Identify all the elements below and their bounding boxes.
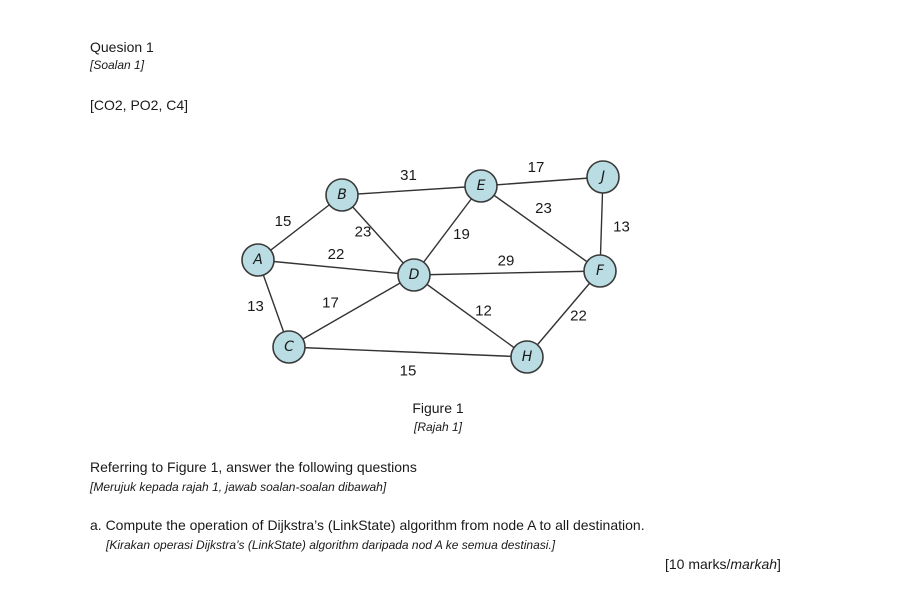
edge-weight-e-d: 19: [453, 226, 470, 243]
edge-weight-a-c: 13: [247, 298, 264, 315]
edge-weight-a-d: 22: [328, 246, 345, 263]
node-f: F: [583, 254, 617, 288]
node-circle-h: [510, 340, 544, 374]
marks-label: [10 marks/markah]: [665, 556, 781, 572]
node-circle-j: [586, 160, 620, 194]
node-circle-d: [397, 258, 431, 292]
node-circle-a: [241, 243, 275, 277]
edge-weight-b-d: 23: [355, 224, 372, 241]
edge-c-h: [288, 346, 528, 358]
edge-weight-f-h: 22: [570, 308, 587, 325]
question-title-ms: [Soalan 1]: [90, 58, 145, 72]
figure-caption-ms: [Rajah 1]: [413, 420, 463, 434]
question-title: Quesion 1: [90, 39, 154, 55]
edge-weight-d-h: 12: [475, 303, 492, 320]
node-b: B: [325, 178, 359, 212]
part-a-question-ms: [Kirakan operasi Dijkstra’s (LinkState) …: [106, 538, 556, 552]
node-label-c: C: [284, 339, 294, 355]
edge-weight-d-c: 17: [322, 295, 339, 312]
node-circle-b: [325, 178, 359, 212]
edge-a-d: [257, 259, 415, 276]
figure-caption: Figure 1: [412, 400, 464, 416]
edge-weight-e-j: 17: [528, 159, 545, 176]
edge-d-h: [413, 274, 528, 358]
node-label-h: H: [522, 349, 533, 365]
graph-edge-weights: 15 22 13 31 23 19 17 23 13 29 17 12 22 15: [247, 159, 630, 380]
edge-e-f: [480, 185, 601, 272]
marks-label-close: ]: [777, 556, 781, 572]
node-c: C: [272, 330, 306, 364]
node-a: A: [241, 243, 275, 277]
node-label-e: E: [477, 178, 486, 194]
marks-label-en: [10 marks/: [665, 556, 731, 572]
marks-label-ms: markah: [730, 556, 778, 572]
node-h: H: [510, 340, 544, 374]
edge-weight-b-e: 31: [400, 167, 417, 184]
edge-d-c: [288, 274, 415, 348]
node-circle-c: [272, 330, 306, 364]
edge-weight-j-f: 13: [613, 219, 630, 236]
edge-f-h: [526, 270, 601, 358]
instructions-text: Referring to Figure 1, answer the follow…: [90, 459, 417, 475]
node-label-j: J: [598, 169, 605, 185]
edge-d-f: [413, 270, 601, 276]
course-outcomes: [CO2, PO2, C4]: [90, 97, 189, 113]
node-label-d: D: [409, 267, 420, 283]
edge-weight-e-f: 23: [535, 200, 552, 217]
edge-e-d: [413, 185, 482, 276]
node-j: J: [586, 160, 620, 194]
edge-a-b: [257, 194, 343, 261]
edge-weight-a-b: 15: [275, 213, 292, 230]
edge-e-j: [480, 176, 604, 187]
edge-weight-c-h: 15: [400, 363, 417, 380]
node-label-a: A: [252, 252, 263, 268]
node-circle-f: [583, 254, 617, 288]
instructions-text-ms: [Merujuk kepada rajah 1, jawab soalan-so…: [90, 480, 387, 494]
node-d: D: [397, 258, 431, 292]
edge-b-d: [341, 194, 415, 276]
node-label-f: F: [596, 263, 605, 279]
node-circle-e: [464, 169, 498, 203]
edge-weight-d-f: 29: [498, 253, 515, 270]
node-label-b: B: [337, 187, 347, 203]
part-a-question: a. Compute the operation of Dijkstra’s (…: [90, 517, 645, 533]
graph-nodes: A B C D E F H J: [241, 160, 620, 374]
node-e: E: [464, 169, 498, 203]
edge-b-e: [341, 185, 482, 196]
